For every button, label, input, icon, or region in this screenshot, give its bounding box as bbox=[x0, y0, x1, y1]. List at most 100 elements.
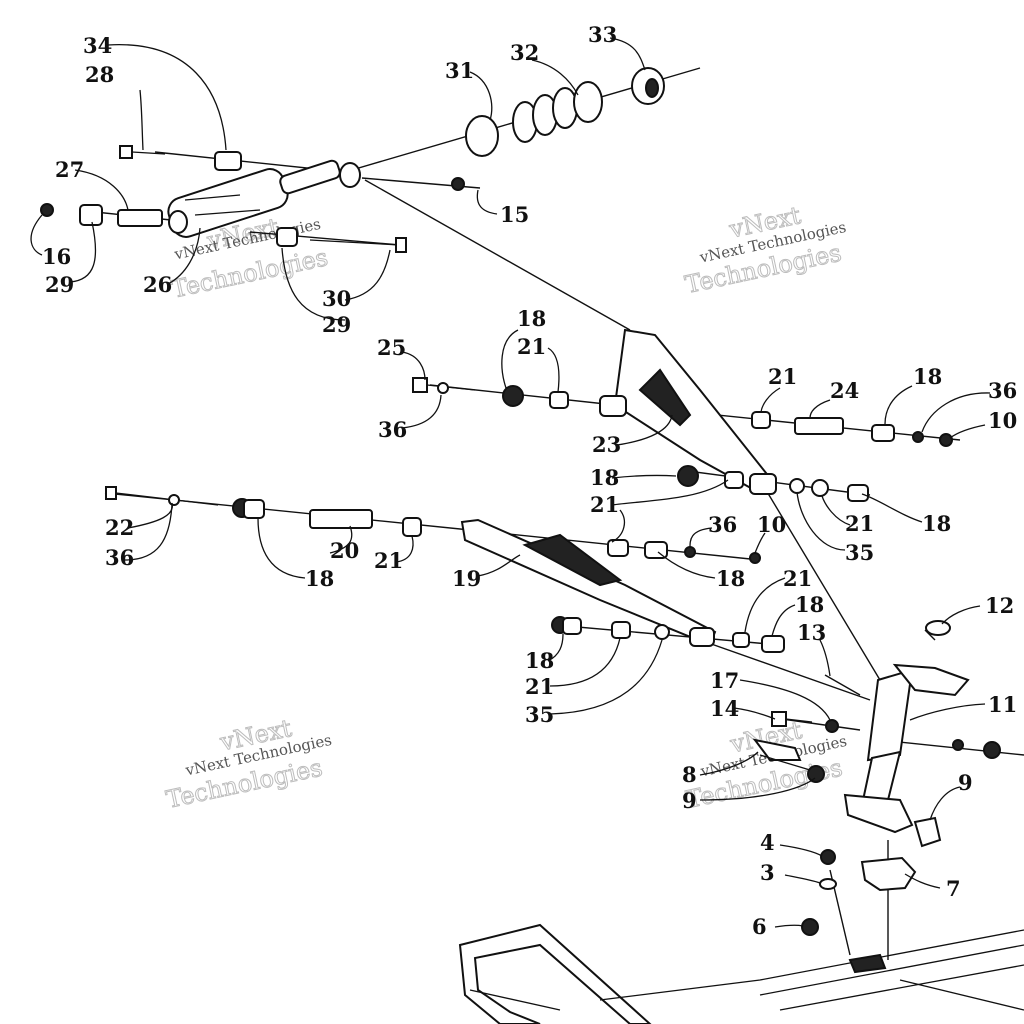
callout-18-pivot-left: 18 bbox=[590, 465, 619, 490]
callout-19: 19 bbox=[452, 566, 481, 591]
callout-22: 22 bbox=[105, 515, 134, 540]
bracket-8 bbox=[752, 738, 811, 771]
callout-8: 8 bbox=[682, 762, 697, 787]
callout-29-left: 29 bbox=[45, 272, 74, 297]
lower-a-arm-19 bbox=[460, 518, 717, 647]
watermark-top-right: vNext Technologies vNext Technologies bbox=[682, 201, 848, 300]
washer-36-lower-left bbox=[168, 494, 180, 506]
spacer-20 bbox=[309, 509, 373, 529]
nut-15 bbox=[451, 177, 465, 191]
washer-3 bbox=[819, 878, 837, 890]
spacer-27 bbox=[117, 209, 163, 227]
nut-10-lower bbox=[749, 552, 761, 564]
callout-17: 17 bbox=[710, 668, 739, 693]
callout-28: 28 bbox=[85, 62, 114, 87]
callout-3: 3 bbox=[760, 860, 775, 885]
callout-18-lower-mid: 18 bbox=[716, 566, 745, 591]
callout-10-upper: 10 bbox=[988, 408, 1017, 433]
callout-9-left: 9 bbox=[682, 788, 697, 813]
bushing-upper-arm bbox=[599, 395, 627, 417]
leader-lines bbox=[30, 37, 991, 928]
nut-4 bbox=[820, 849, 836, 865]
callout-36-lower-mid: 36 bbox=[708, 512, 737, 537]
callout-34: 34 bbox=[83, 33, 112, 58]
washer-31 bbox=[465, 115, 499, 157]
callout-21-pivot-right: 21 bbox=[845, 511, 874, 536]
callout-18-upper-left: 18 bbox=[517, 306, 546, 331]
nut-17 bbox=[825, 719, 839, 733]
callout-23: 23 bbox=[592, 432, 621, 457]
washer-12 bbox=[925, 620, 951, 636]
bushing-lower-mid bbox=[607, 539, 629, 557]
callout-18-lower-left: 18 bbox=[305, 566, 334, 591]
callout-7: 7 bbox=[946, 876, 961, 901]
callout-18-pivot-right: 18 bbox=[922, 511, 951, 536]
callout-35-upper: 35 bbox=[845, 540, 874, 565]
nut-16 bbox=[40, 203, 54, 217]
callout-25: 25 bbox=[377, 335, 406, 360]
callout-6: 6 bbox=[752, 914, 767, 939]
bolt-14 bbox=[771, 711, 813, 727]
callout-11: 11 bbox=[988, 692, 1017, 717]
callout-31: 31 bbox=[445, 58, 474, 83]
spindle-right-parts bbox=[952, 739, 1001, 759]
spindle-11 bbox=[843, 663, 970, 834]
callout-36-lower-left: 36 bbox=[105, 545, 134, 570]
spacer-24 bbox=[794, 417, 844, 435]
bushing-34 bbox=[214, 151, 242, 171]
nut-18-upper-left bbox=[502, 385, 524, 407]
callout-21-lower-right: 21 bbox=[783, 566, 812, 591]
callout-21-upper-left: 21 bbox=[517, 334, 546, 359]
callout-14: 14 bbox=[710, 696, 739, 721]
callout-labels: 34 28 31 32 33 27 16 29 26 15 30 29 25 3… bbox=[42, 22, 1017, 939]
callout-12: 12 bbox=[985, 593, 1014, 618]
callout-36-upper-left: 36 bbox=[378, 417, 407, 442]
callout-30: 30 bbox=[322, 286, 351, 311]
nut-10-upper bbox=[939, 433, 953, 447]
bushing-21-lower-left bbox=[402, 517, 422, 537]
callout-21-lower-left: 21 bbox=[374, 548, 403, 573]
callout-20: 20 bbox=[330, 538, 359, 563]
callout-15: 15 bbox=[500, 202, 529, 227]
callout-21-bottom: 21 bbox=[525, 674, 554, 699]
callout-10-lower: 10 bbox=[757, 512, 786, 537]
saddle-7 bbox=[860, 856, 917, 892]
washer-36-upper-left bbox=[437, 382, 449, 394]
nut-6 bbox=[801, 918, 819, 936]
bushing-29-left bbox=[79, 204, 103, 226]
callout-32: 32 bbox=[510, 40, 539, 65]
washer-36-upper-right bbox=[912, 431, 924, 443]
callout-4: 4 bbox=[760, 830, 775, 855]
spring-32 bbox=[512, 81, 603, 143]
callout-16: 16 bbox=[42, 244, 71, 269]
nut-18-upper-right bbox=[871, 424, 895, 442]
nut-9-left bbox=[807, 765, 825, 783]
nut-18-lower-mid bbox=[644, 541, 668, 559]
callout-21-upper-right: 21 bbox=[768, 364, 797, 389]
washer-36-lower-mid bbox=[684, 546, 696, 558]
callout-33: 33 bbox=[588, 22, 617, 47]
callout-18-bottom: 18 bbox=[525, 648, 554, 673]
arm-pivot-group bbox=[677, 465, 869, 502]
bushing-21-upper-right bbox=[751, 411, 771, 429]
block-9-right bbox=[913, 816, 942, 848]
bolt-25 bbox=[412, 377, 476, 393]
shock-absorber bbox=[167, 159, 361, 238]
nut-18-lower-left bbox=[232, 498, 265, 519]
callout-29-right: 29 bbox=[322, 312, 351, 337]
bolt-22 bbox=[105, 486, 219, 506]
callout-13: 13 bbox=[797, 620, 826, 645]
callout-27: 27 bbox=[55, 157, 84, 182]
bushing-29-right bbox=[276, 227, 298, 247]
watermark-bottom-left: vNext Technologies vNext Technologies bbox=[163, 713, 333, 814]
ski bbox=[458, 923, 1024, 1024]
spring-retainer-33 bbox=[631, 67, 665, 105]
callout-26: 26 bbox=[143, 272, 172, 297]
lower-pivot-group bbox=[551, 616, 785, 653]
callout-35-bottom: 35 bbox=[525, 702, 554, 727]
callout-18-lower-right: 18 bbox=[795, 592, 824, 617]
bushing-21-upper-left bbox=[549, 391, 569, 409]
callout-36-upper-right: 36 bbox=[988, 378, 1017, 403]
callout-21-pivot-left: 21 bbox=[590, 492, 619, 517]
